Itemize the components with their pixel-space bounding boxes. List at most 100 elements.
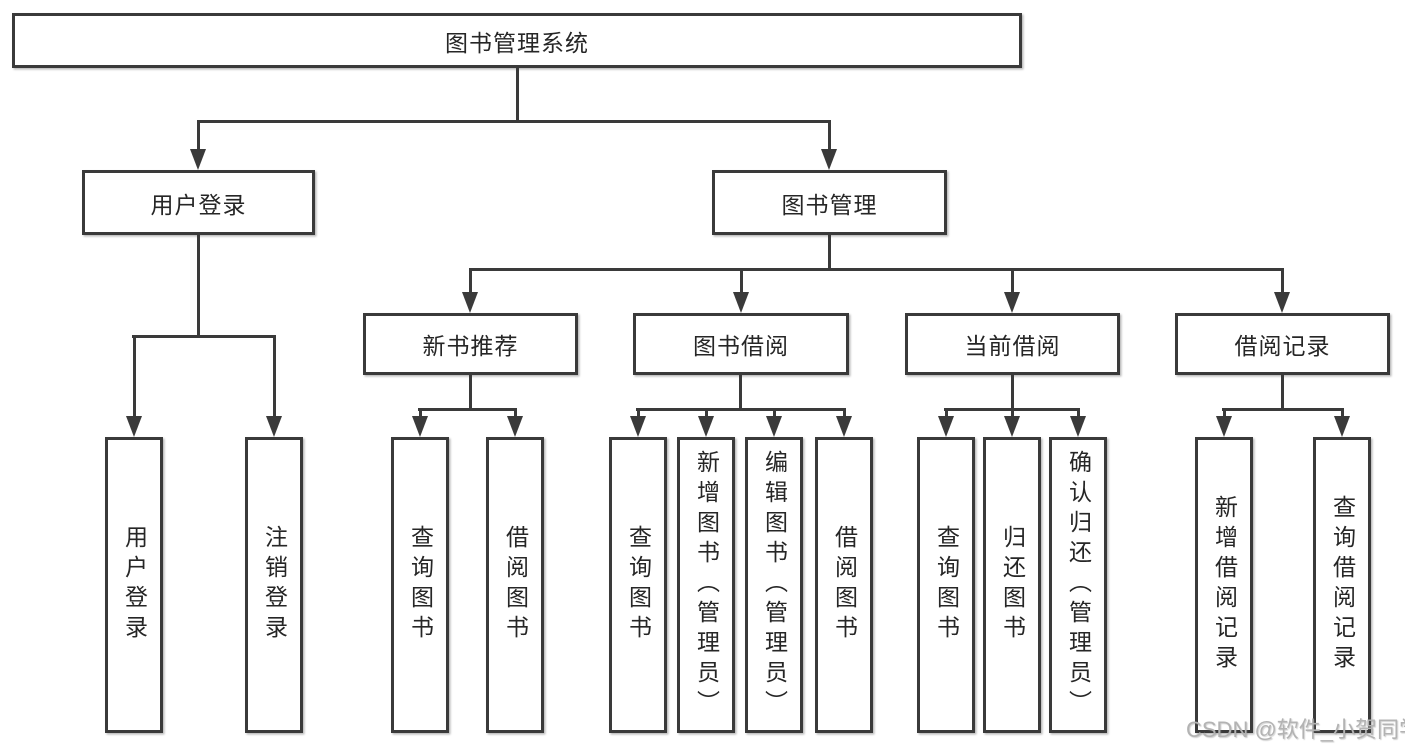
leaf-label: 新增借阅记录	[1211, 495, 1238, 675]
arrowhead-down-icon	[1004, 416, 1020, 437]
connector-line	[1011, 375, 1014, 408]
connector-line	[469, 268, 1284, 271]
arrow-down	[412, 408, 428, 437]
leaf-label: 用户登录	[121, 525, 148, 645]
leaf-label: 查询借阅记录	[1329, 495, 1356, 675]
arrowhead-down-icon	[1334, 416, 1350, 437]
node-root-label: 图书管理系统	[445, 29, 589, 56]
arrow-down	[836, 408, 852, 437]
node-current-borrowing-label: 当前借阅	[964, 333, 1061, 359]
arrowhead-down-icon	[412, 416, 428, 437]
arrow-down	[1334, 408, 1350, 437]
arrow-stem	[739, 268, 743, 292]
connector-line	[132, 335, 275, 338]
leaf-add-borrow-record: 新增借阅记录	[1195, 437, 1253, 733]
arrow-stem	[1010, 408, 1014, 416]
connector-line	[197, 120, 831, 123]
arrow-stem	[772, 408, 776, 416]
arrow-stem	[418, 408, 422, 416]
leaf-query-books-current: 查询图书	[917, 437, 975, 733]
node-book-management: 图书管理	[712, 170, 947, 235]
arrow-stem	[1340, 408, 1344, 416]
leaf-label: 查询图书	[625, 525, 652, 645]
arrow-down	[1274, 268, 1290, 313]
arrow-stem	[944, 408, 948, 416]
connector-line	[739, 375, 742, 408]
arrow-stem	[1076, 408, 1080, 416]
node-new-book-recommend-label: 新书推荐	[422, 333, 519, 359]
arrow-down	[733, 268, 749, 313]
leaf-label: 归还图书	[999, 525, 1026, 645]
arrowhead-down-icon	[126, 416, 142, 437]
arrowhead-down-icon	[1274, 292, 1290, 313]
arrow-down	[821, 120, 837, 170]
leaf-label: 新增图书（管理员）	[693, 450, 720, 720]
arrow-down	[266, 335, 282, 437]
connector-line	[197, 235, 200, 335]
arrow-down	[698, 408, 714, 437]
arrow-stem	[196, 120, 200, 149]
arrowhead-down-icon	[1070, 416, 1086, 437]
arrow-stem	[827, 120, 831, 149]
arrow-down	[507, 408, 523, 437]
connector-line	[418, 408, 516, 411]
leaf-borrow-books-recommend: 借阅图书	[486, 437, 544, 733]
arrowhead-down-icon	[938, 416, 954, 437]
arrow-stem	[636, 408, 640, 416]
arrow-down	[1070, 408, 1086, 437]
csdn-watermark: CSDN @软件_小贺同学	[1186, 717, 1405, 742]
leaf-user-login: 用户登录	[105, 437, 163, 733]
leaf-label: 确认归还（管理员）	[1065, 450, 1092, 720]
connector-line	[516, 68, 519, 120]
arrow-stem	[842, 408, 846, 416]
arrow-stem	[132, 335, 136, 416]
arrowhead-down-icon	[836, 416, 852, 437]
arrowhead-down-icon	[266, 416, 282, 437]
arrowhead-down-icon	[698, 416, 714, 437]
arrow-stem	[704, 408, 708, 416]
arrow-stem	[468, 268, 472, 292]
arrow-down	[190, 120, 206, 170]
arrowhead-down-icon	[1004, 292, 1020, 313]
node-user-login-label: 用户登录	[150, 191, 247, 218]
arrowhead-down-icon	[507, 416, 523, 437]
leaf-label: 编辑图书（管理员）	[761, 450, 788, 720]
leaf-label: 注销登录	[261, 525, 288, 645]
arrow-down	[938, 408, 954, 437]
arrow-stem	[1010, 268, 1014, 292]
leaf-label: 查询图书	[933, 525, 960, 645]
arrow-down	[462, 268, 478, 313]
node-book-borrowing: 图书借阅	[633, 313, 849, 375]
arrow-stem	[272, 335, 276, 416]
leaf-label: 借阅图书	[831, 525, 858, 645]
arrowhead-down-icon	[733, 292, 749, 313]
leaf-return-books: 归还图书	[983, 437, 1041, 733]
arrow-down	[1004, 268, 1020, 313]
arrowhead-down-icon	[821, 149, 837, 170]
node-new-book-recommend: 新书推荐	[363, 313, 578, 375]
node-root: 图书管理系统	[12, 13, 1022, 68]
arrow-stem	[513, 408, 517, 416]
leaf-query-books-borrow: 查询图书	[609, 437, 667, 733]
arrow-down	[630, 408, 646, 437]
leaf-query-borrow-record: 查询借阅记录	[1313, 437, 1371, 733]
arrowhead-down-icon	[1216, 416, 1232, 437]
leaf-label: 查询图书	[407, 525, 434, 645]
arrow-down	[1216, 408, 1232, 437]
connector-line	[828, 235, 831, 268]
arrow-down	[126, 335, 142, 437]
node-borrowing-records: 借阅记录	[1175, 313, 1390, 375]
leaf-label: 借阅图书	[502, 525, 529, 645]
arrowhead-down-icon	[190, 149, 206, 170]
leaf-confirm-return-admin: 确认归还（管理员）	[1049, 437, 1107, 733]
arrowhead-down-icon	[630, 416, 646, 437]
arrow-down	[766, 408, 782, 437]
connector-line	[636, 408, 845, 411]
leaf-logout: 注销登录	[245, 437, 303, 733]
arrow-down	[1004, 408, 1020, 437]
node-book-borrowing-label: 图书借阅	[693, 333, 789, 359]
leaf-edit-book-admin: 编辑图书（管理员）	[745, 437, 803, 733]
leaf-add-book-admin: 新增图书（管理员）	[677, 437, 735, 733]
leaf-query-books-recommend: 查询图书	[391, 437, 449, 733]
